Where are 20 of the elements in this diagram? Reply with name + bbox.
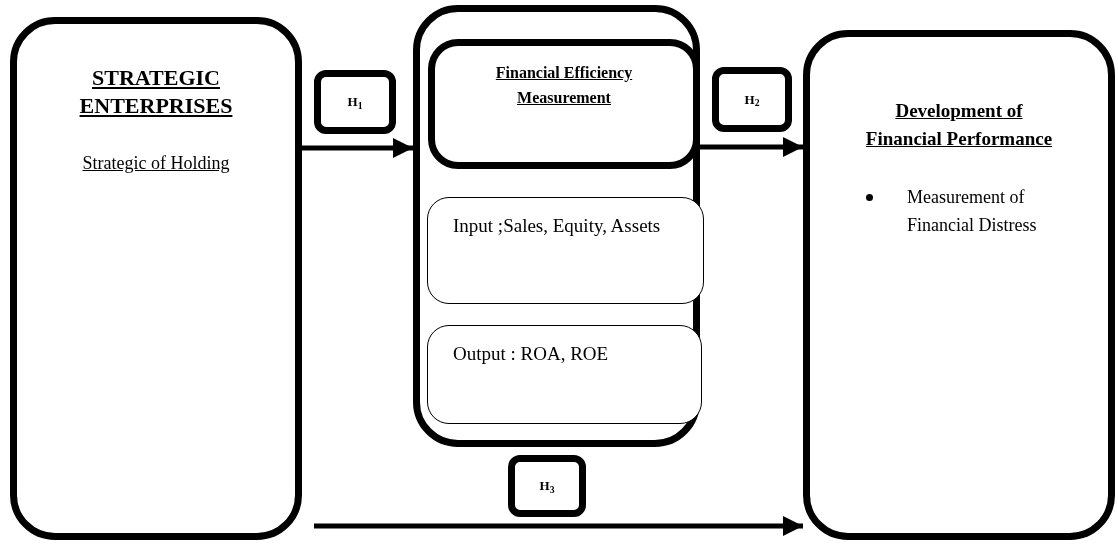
hypothesis-box — [508, 455, 586, 517]
entity-box — [10, 17, 302, 540]
arrow — [302, 138, 413, 158]
box-subtitle: Strategic of Holding — [82, 152, 230, 175]
outcome-box — [803, 30, 1115, 540]
hypothesis-box — [314, 70, 396, 134]
input-box — [427, 197, 704, 304]
hypothesis-label: H$_{3}$ — [539, 477, 555, 496]
box-heading: Development of Financial Performance — [864, 99, 1054, 151]
hypothesis-box — [712, 67, 792, 132]
box-heading: Financial Efficiency Measurement — [494, 63, 634, 108]
arrow — [314, 516, 803, 536]
box-heading: STRATEGIC ENTERPRISES — [78, 64, 234, 120]
box-text: Input ;Sales, Equity, Assets — [453, 214, 662, 238]
output-box — [427, 325, 702, 424]
bullet-item: Measurement of Financial Distress — [907, 186, 1038, 237]
hypothesis-label: H$_{1}$ — [347, 93, 363, 112]
box-text: Output : ROA, ROE — [453, 342, 610, 366]
arrow — [700, 137, 803, 157]
hypothesis-label: H$_{2}$ — [744, 90, 760, 110]
